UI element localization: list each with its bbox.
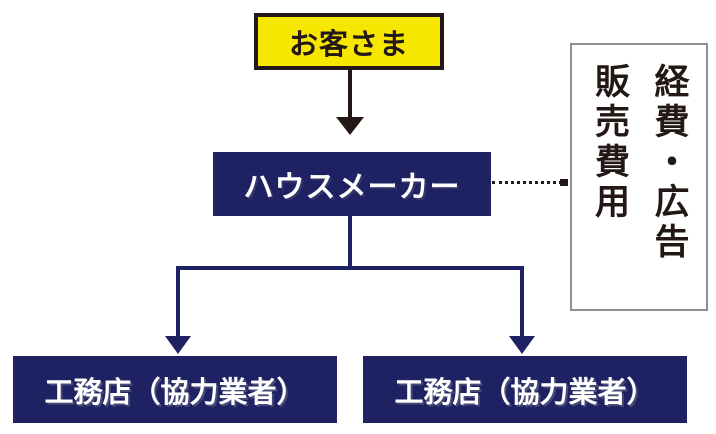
node-expenses: 経費・広告 販売費用	[570, 43, 708, 311]
contractor-right-label: 工務店（協力業者）	[394, 376, 656, 409]
branch-horizontal-line	[176, 266, 524, 270]
arrow-down-icon	[336, 117, 364, 135]
dotted-connector-end	[560, 179, 568, 186]
customer-label: お客さま	[288, 28, 409, 61]
arrow-down-right-icon	[509, 336, 535, 354]
expenses-vertical-text: 経費・広告 販売費用	[580, 45, 699, 309]
arrow-down-left-icon	[165, 336, 191, 354]
branch-stem-right	[520, 266, 524, 338]
node-contractor-left: 工務店（協力業者）	[13, 356, 337, 423]
node-customer: お客さま	[254, 13, 444, 70]
dotted-connector	[492, 181, 562, 184]
expenses-column-left: 販売費用	[590, 63, 629, 223]
contractor-left-label: 工務店（協力業者）	[44, 376, 306, 409]
expenses-column-right: 経費・広告	[649, 63, 689, 263]
node-housemaker: ハウスメーカー	[213, 152, 491, 216]
housemaker-label: ハウスメーカー	[243, 171, 461, 204]
node-contractor-right: 工務店（協力業者）	[363, 356, 687, 423]
branch-stem-left	[176, 266, 180, 338]
arrow-down-stem	[348, 70, 352, 118]
branch-stem-center	[348, 215, 352, 268]
